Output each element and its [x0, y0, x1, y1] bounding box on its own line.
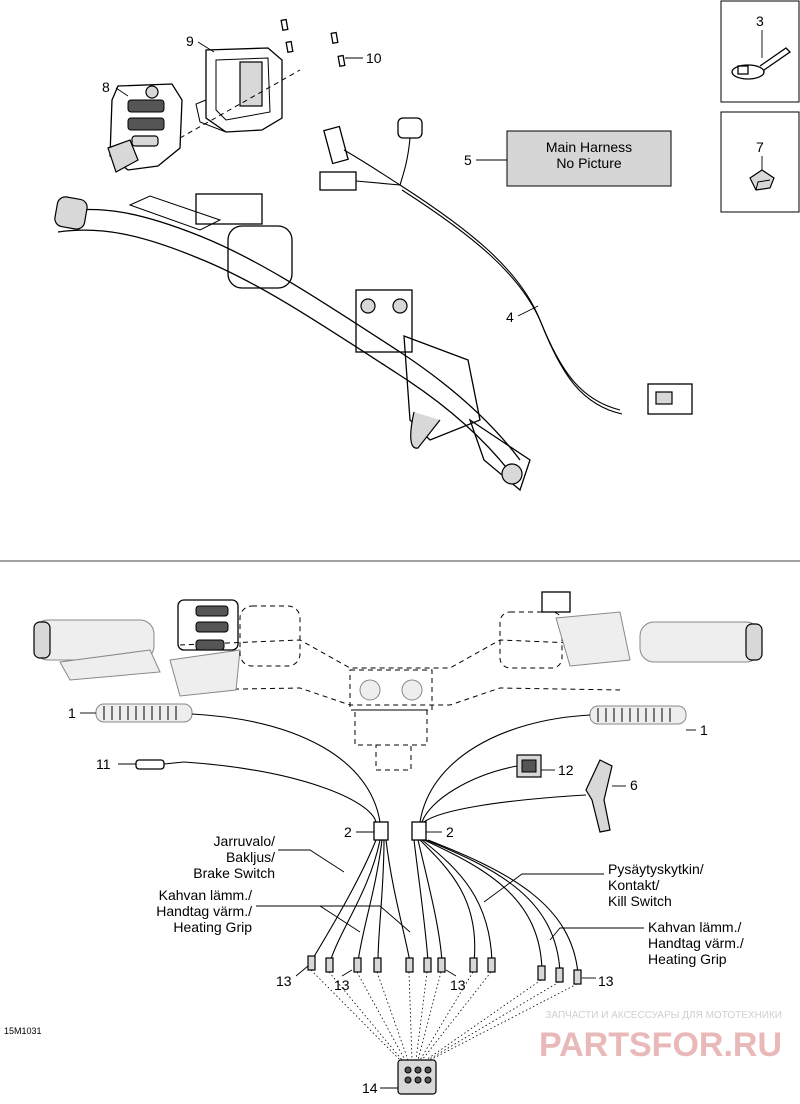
connector-12-part [516, 754, 542, 778]
leader-heating-grip-right [549, 927, 644, 941]
heating-grip-right-line2: Handtag värm./ [648, 935, 744, 951]
brake-switch-line2: Bakljus/ [226, 849, 275, 865]
leader-heating-grip-left [256, 905, 411, 933]
connector-pin-lines [310, 969, 578, 1061]
kill-switch-line1: Pysäytyskytkin/ [608, 861, 704, 877]
callout-8: 8 [102, 79, 110, 95]
switch-module-part [107, 83, 183, 173]
main-connector-part [397, 1059, 437, 1095]
inset-box-7 [720, 111, 800, 213]
kill-switch-line3: Kill Switch [608, 893, 672, 909]
heating-grip-left-line1: Kahvan lämm./ [159, 887, 252, 903]
watermark-tagline: ЗАПЧАСТИ И АКСЕССУАРЫ ДЛЯ МОТОТЕХНИКИ [545, 1010, 782, 1021]
callout-6: 6 [630, 777, 638, 793]
leader-4 [517, 305, 539, 317]
heating-grip-right-part [589, 705, 687, 725]
handlebar-assembly-top [54, 193, 531, 492]
diagram-code: 15M1031 [4, 1026, 42, 1036]
main-harness-box [506, 130, 672, 187]
kill-switch-line2: Kontakt/ [608, 877, 659, 893]
harness-wires [183, 713, 591, 985]
callout-10: 10 [366, 50, 382, 66]
leader-kill-switch [483, 873, 604, 903]
switch-housing-part [195, 47, 283, 133]
callout-13-b: 13 [334, 977, 350, 993]
screws-part [280, 18, 346, 68]
bracket-part [585, 759, 613, 833]
callout-13-d: 13 [598, 973, 614, 989]
callout-1-right: 1 [700, 722, 708, 738]
small-harness-part [319, 117, 693, 415]
brake-switch-line3: Brake Switch [193, 865, 275, 881]
brake-switch-line1: Jarruvalo/ [214, 833, 276, 849]
heating-grip-left-line3: Heating Grip [173, 919, 252, 935]
callout-13-a: 13 [276, 973, 292, 989]
callout-2-left: 2 [344, 824, 352, 840]
watermark-brand: PARTSFOR.RU [539, 1026, 782, 1064]
heating-grip-right-line1: Kahvan lämm./ [648, 919, 741, 935]
heating-grip-left-line2: Handtag värm./ [156, 903, 252, 919]
callout-13-c: 13 [450, 977, 466, 993]
callout-4: 4 [506, 309, 514, 325]
main-harness-line2: No Picture [556, 155, 622, 171]
leader-brake-switch [278, 849, 345, 873]
clip-part [749, 169, 775, 191]
leader-13-c [445, 969, 457, 977]
leader-13-b [341, 969, 353, 977]
callout-1-left: 1 [68, 705, 76, 721]
heating-grip-right-line3: Heating Grip [648, 951, 727, 967]
callout-12: 12 [558, 762, 574, 778]
callout-5: 5 [464, 152, 472, 168]
cable-tie-part [731, 47, 792, 80]
heating-grip-left-part [95, 703, 193, 723]
callout-9: 9 [186, 33, 194, 49]
main-harness-line1: Main Harness [546, 139, 632, 155]
sensor-part [135, 759, 185, 770]
callout-11: 11 [96, 756, 111, 772]
leader-13-a [295, 965, 309, 977]
callout-3: 3 [756, 13, 764, 29]
leader-8 [115, 87, 129, 97]
handlebar-assembly-bottom [33, 591, 763, 771]
callout-7: 7 [756, 139, 764, 155]
assembly-line-9 [179, 69, 301, 139]
leader-9 [197, 41, 215, 53]
callout-14: 14 [362, 1080, 378, 1096]
callout-2-right: 2 [446, 824, 454, 840]
inset-box-3 [720, 0, 800, 103]
